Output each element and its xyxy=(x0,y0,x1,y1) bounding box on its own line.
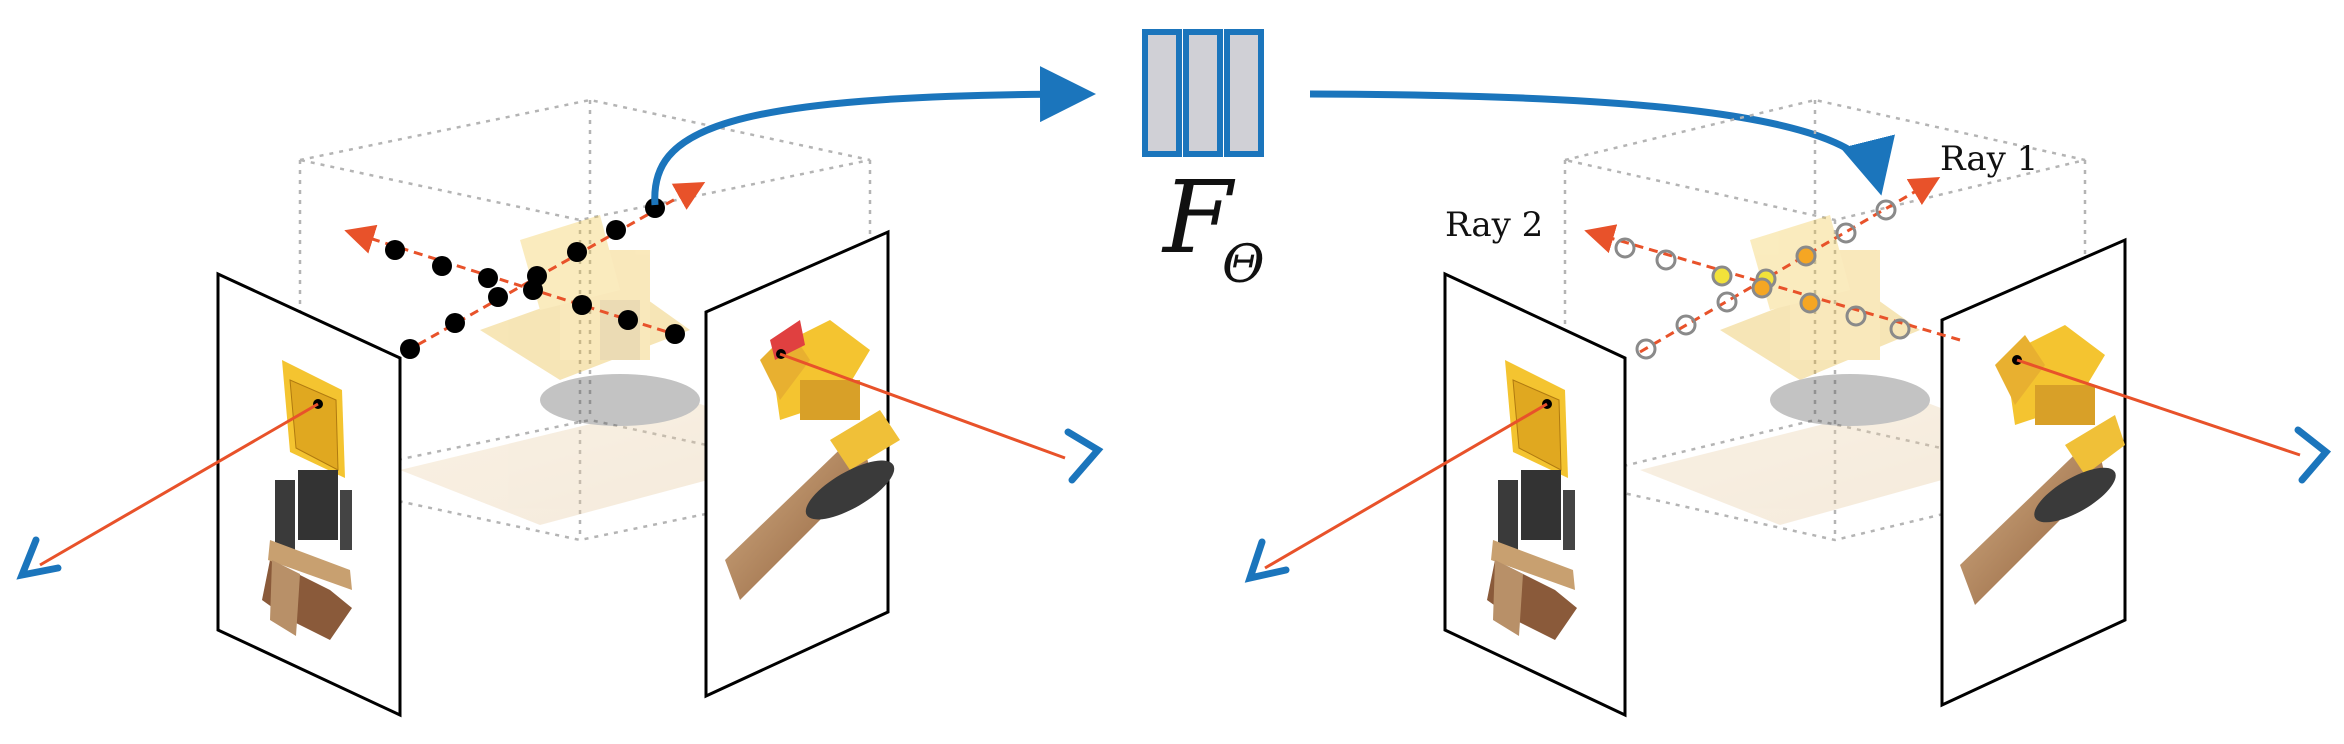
sample-point xyxy=(1655,249,1677,271)
right-image-plane xyxy=(704,229,900,699)
sample-point xyxy=(567,242,587,262)
sample-point xyxy=(606,220,626,240)
left-image-plane xyxy=(1443,271,1627,718)
sample-point xyxy=(488,287,508,307)
ray-1-label: Ray 1 xyxy=(1940,139,2038,179)
bulldozer-render-icon xyxy=(1487,360,1577,640)
left-sample-points xyxy=(385,198,685,359)
right-camera-rays xyxy=(1264,358,2301,570)
bulldozer-render-icon xyxy=(262,360,352,640)
network-subscript: Θ xyxy=(1222,235,1265,295)
sample-point xyxy=(1795,245,1817,267)
sample-point xyxy=(445,313,465,333)
sample-point xyxy=(385,240,405,260)
sample-point xyxy=(1711,265,1733,287)
sample-point xyxy=(1889,318,1911,340)
sample-point xyxy=(1835,222,1857,244)
sample-point xyxy=(523,280,543,300)
input-arrow xyxy=(651,66,1096,206)
sample-point xyxy=(665,324,685,344)
left-scene xyxy=(16,98,1104,718)
bulldozer-render-icon xyxy=(1960,325,2125,605)
sample-point xyxy=(572,295,592,315)
sample-point xyxy=(1845,305,1867,327)
left-camera-rays xyxy=(39,352,1066,567)
sample-point xyxy=(1675,314,1697,336)
right-scene: Ray 1 Ray 2 xyxy=(1244,98,2332,718)
eye-icon xyxy=(16,536,62,580)
right-sample-rays xyxy=(1584,176,1961,354)
sample-point xyxy=(1635,338,1657,360)
network-block-icon xyxy=(1142,29,1264,157)
sample-point xyxy=(1875,199,1897,221)
eye-icon xyxy=(2294,426,2332,484)
sample-point xyxy=(1799,292,1821,314)
sample-point xyxy=(1751,277,1773,299)
eye-icon xyxy=(1244,538,1290,583)
sample-point xyxy=(432,256,452,276)
right-image-plane xyxy=(1940,237,2127,708)
left-sample-rays xyxy=(344,182,706,354)
eye-icon xyxy=(1064,428,1104,484)
ray-2-label: Ray 2 xyxy=(1445,205,1543,245)
sample-point xyxy=(1614,237,1636,259)
sample-point xyxy=(645,198,665,218)
sample-point xyxy=(1716,291,1738,313)
network-symbol: F xyxy=(1161,159,1236,276)
output-arrow xyxy=(1309,90,1895,196)
sample-point xyxy=(400,339,420,359)
right-sample-points xyxy=(1614,199,1911,360)
sample-point xyxy=(478,268,498,288)
left-image-plane xyxy=(216,271,402,718)
sample-point xyxy=(618,310,638,330)
